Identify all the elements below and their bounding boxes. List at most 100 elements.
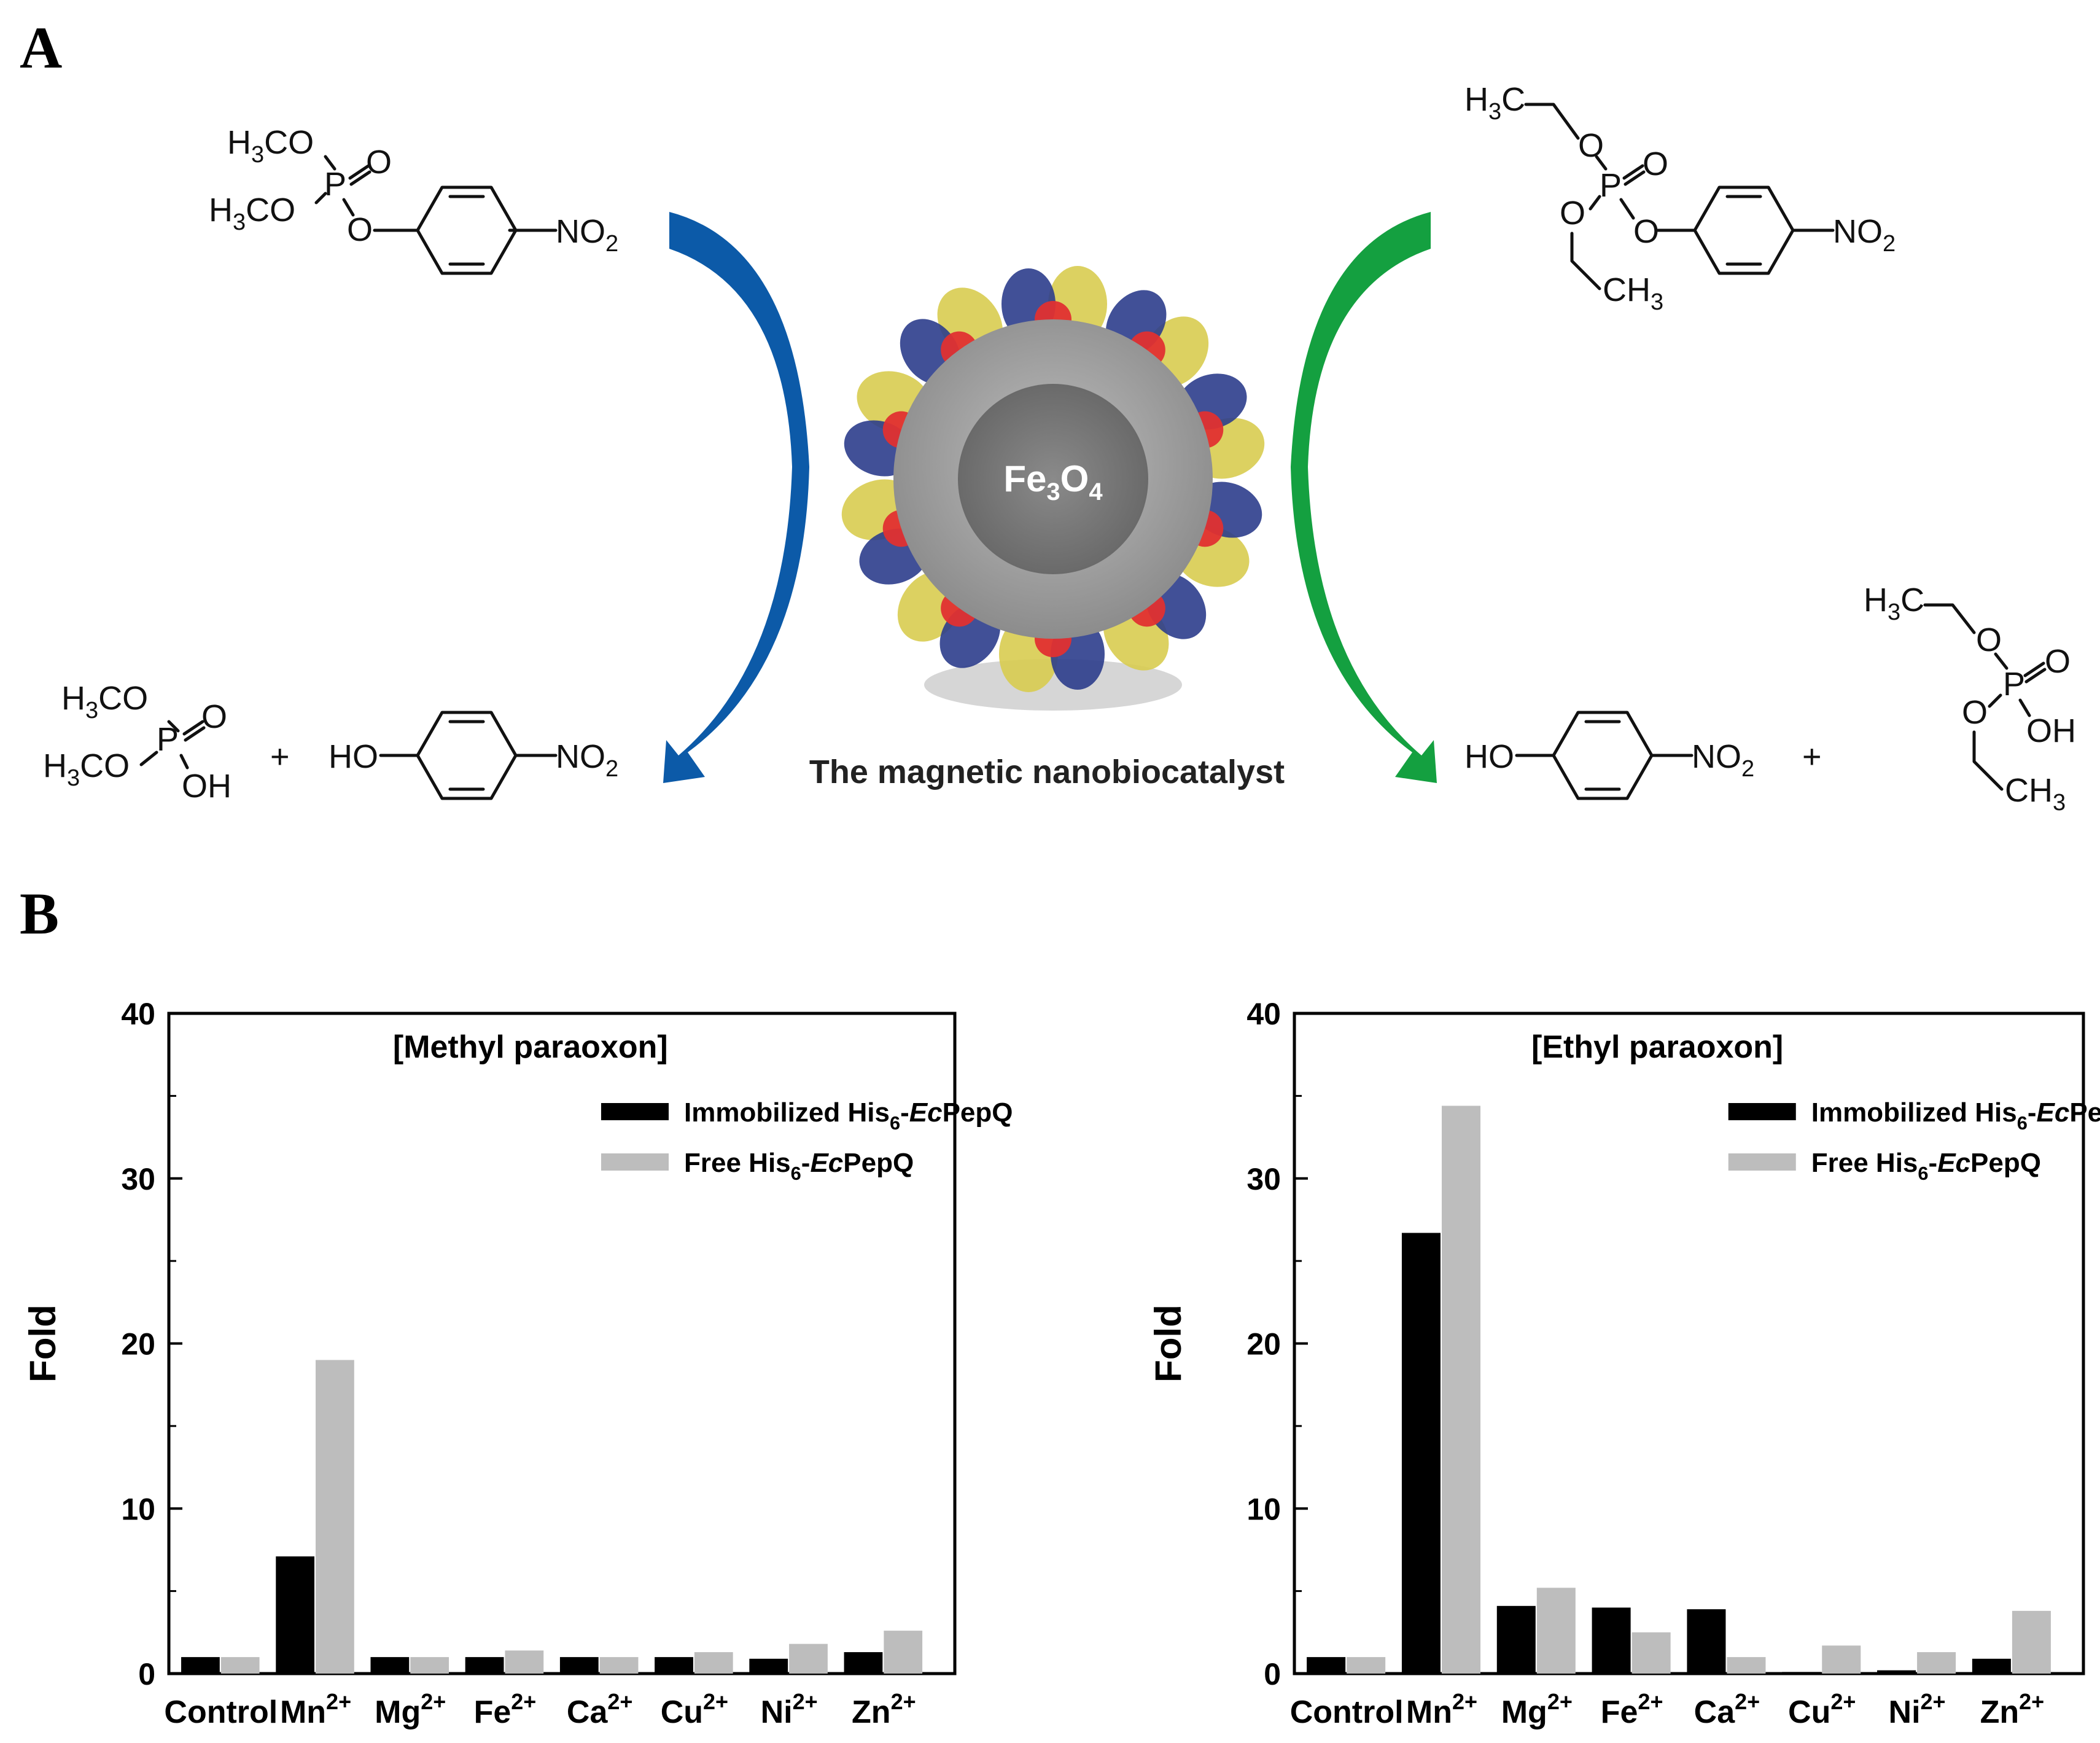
chart-title: [Methyl paraoxon]: [393, 1029, 668, 1065]
atom-ho-1: HO: [329, 738, 378, 775]
bar-immobilized: [181, 1657, 220, 1674]
y-tick-label: 0: [1264, 1657, 1281, 1691]
atom-oh-1: OH: [182, 768, 231, 805]
bar-free: [1441, 1105, 1480, 1674]
x-tick-label: Ni2+: [761, 1689, 818, 1730]
atom-h3c-2: H3C: [1864, 582, 1924, 625]
bar-immobilized: [1307, 1657, 1346, 1674]
x-tick-label: Control: [164, 1694, 278, 1730]
bar-immobilized: [276, 1556, 315, 1674]
bar-immobilized: [1877, 1670, 1916, 1674]
x-tick-label: Mn2+: [1406, 1689, 1477, 1730]
bar-free: [1822, 1645, 1861, 1674]
y-tick-label: 30: [1246, 1162, 1281, 1196]
x-tick-label: Fe2+: [474, 1689, 537, 1730]
y-tick-label: 10: [1246, 1492, 1281, 1526]
atom-p-e: P: [1600, 167, 1622, 204]
particle-core: [958, 384, 1148, 574]
atom-no2-2: NO2: [556, 738, 618, 782]
x-tick-label: Mg2+: [375, 1689, 446, 1730]
methyl-hydrolysis-products: H3CO H3CO P O OH + HO NO2: [43, 680, 618, 805]
bar-free: [789, 1644, 828, 1674]
ethyl-paraoxon-structure: H3C O P O O O CH3 NO2: [1464, 81, 1896, 315]
atom-o-e4: O: [1633, 213, 1659, 250]
atom-o-e3: O: [1560, 195, 1585, 232]
x-tick-label: Fe2+: [1601, 1689, 1663, 1730]
x-tick-label: Ca2+: [1694, 1689, 1760, 1730]
scheme-caption: The magnetic nanobiocatalyst: [809, 754, 1285, 790]
x-tick-label: Ni2+: [1889, 1689, 1946, 1730]
bar-immobilized: [465, 1657, 504, 1674]
bar-immobilized: [1592, 1607, 1631, 1674]
bar-immobilized: [559, 1657, 599, 1674]
atom-oh-2: OH: [2026, 712, 2076, 749]
x-tick-label: Mn2+: [280, 1689, 351, 1730]
bar-free: [1631, 1632, 1671, 1674]
x-tick-label: Control: [1290, 1694, 1404, 1730]
plus-sign-2: +: [1802, 738, 1822, 775]
panel-label-b: B: [20, 881, 60, 946]
bar-free: [410, 1657, 449, 1674]
bar-immobilized: [1401, 1233, 1441, 1674]
y-tick-label: 40: [1246, 997, 1281, 1031]
bar-free: [1347, 1657, 1386, 1674]
bar-free: [220, 1657, 260, 1674]
fe3o4-core-label: Fe3O4: [1003, 458, 1103, 505]
bar-free: [1917, 1652, 1956, 1674]
bar-free: [694, 1652, 733, 1674]
bar-immobilized: [1687, 1609, 1726, 1674]
atom-o-ester: O: [347, 211, 373, 248]
bar-free: [1536, 1588, 1576, 1674]
atom-h3co-4: H3CO: [43, 747, 130, 791]
bar-immobilized: [1782, 1672, 1821, 1674]
y-tick-label: 30: [121, 1162, 155, 1196]
bar-immobilized: [749, 1658, 788, 1674]
bar-immobilized: [1496, 1605, 1536, 1674]
legend-swatch: [601, 1103, 669, 1120]
x-tick-label: Mg2+: [1501, 1689, 1573, 1730]
bar-free: [2012, 1610, 2051, 1674]
atom-ho-2: HO: [1464, 738, 1514, 775]
panel-label-a: A: [20, 15, 63, 80]
atom-ch3-2: CH3: [2005, 772, 2066, 816]
legend-label: Free His6-EcPepQ: [684, 1148, 914, 1184]
legend-swatch: [1728, 1103, 1796, 1120]
legend-label: Immobilized His6-EcPepQ: [1811, 1098, 2100, 1134]
reaction-scheme: H3CO H3CO P O O NO2 H3CO H3CO P O OH + H…: [43, 81, 2076, 816]
bar-free: [316, 1360, 354, 1674]
x-tick-label: Cu2+: [661, 1689, 728, 1730]
bar-immobilized: [1972, 1658, 2011, 1674]
atom-o-e7: O: [1962, 694, 1988, 731]
atom-o-e5: O: [1976, 622, 2002, 658]
x-tick-label: Zn2+: [852, 1689, 916, 1730]
atom-p-e2: P: [2003, 666, 2025, 703]
bar-immobilized: [844, 1652, 883, 1674]
y-tick-label: 40: [121, 997, 155, 1031]
x-tick-label: Ca2+: [567, 1689, 633, 1730]
atom-o-e2: O: [1643, 146, 1668, 182]
atom-ch3-1: CH3: [1603, 271, 1663, 315]
y-tick-label: 10: [121, 1492, 155, 1526]
legend-swatch: [601, 1153, 669, 1171]
atom-no2-3: NO2: [1833, 213, 1896, 257]
atom-h3co-3: H3CO: [61, 680, 148, 723]
x-tick-label: Cu2+: [1788, 1689, 1856, 1730]
y-tick-label: 20: [1246, 1327, 1281, 1362]
bar-free: [505, 1650, 544, 1674]
y-axis-label: Fold: [1148, 1304, 1189, 1382]
atom-o-e6: O: [2045, 643, 2071, 680]
atom-o-double: O: [366, 144, 392, 181]
bar-immobilized: [655, 1657, 693, 1674]
y-axis-label: Fold: [22, 1304, 63, 1382]
magnetic-nanoparticle: Fe3O4: [841, 266, 1265, 711]
left-curved-arrow: [663, 212, 809, 783]
atom-no2-1: NO2: [556, 213, 618, 257]
y-tick-label: 0: [138, 1657, 155, 1691]
bar-free: [884, 1631, 923, 1674]
legend-swatch: [1728, 1153, 1796, 1171]
legend-label: Free His6-EcPepQ: [1811, 1148, 2041, 1184]
ethyl-hydrolysis-products: HO NO2 + H3C O P O O OH CH3: [1464, 582, 2076, 816]
y-tick-label: 20: [121, 1327, 155, 1362]
atom-p: P: [324, 166, 346, 203]
